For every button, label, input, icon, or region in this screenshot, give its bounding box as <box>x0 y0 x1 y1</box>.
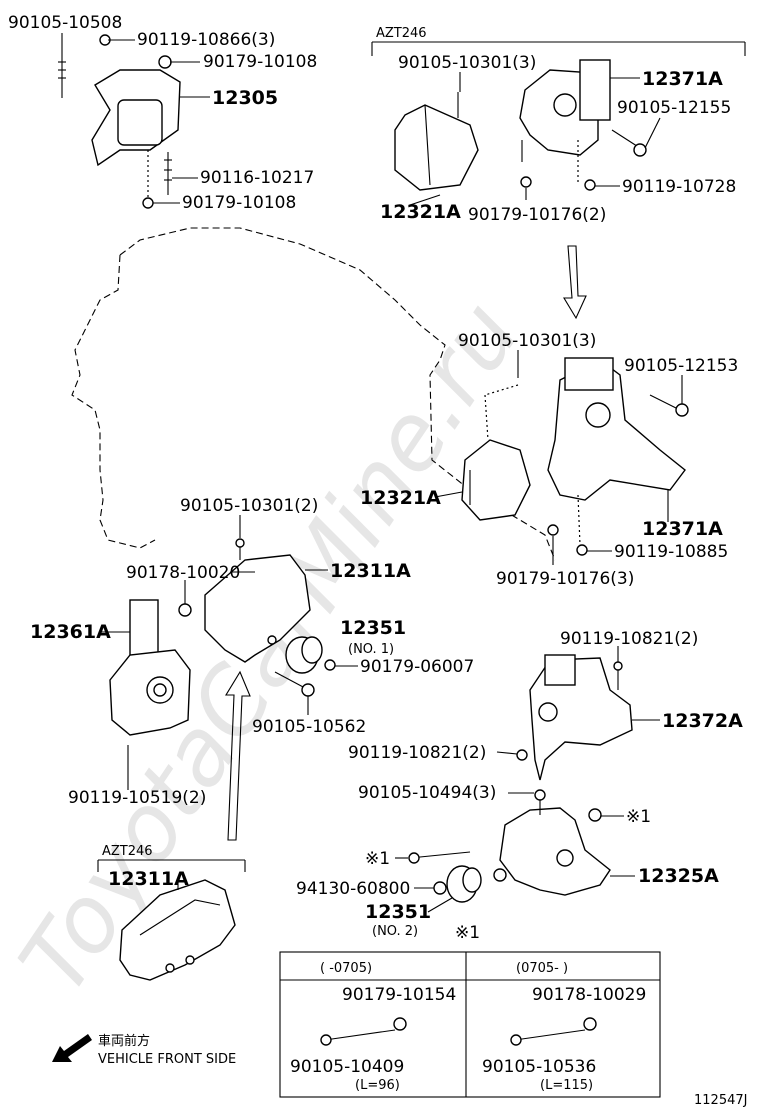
label-12321A-mid: 12321A <box>360 487 441 509</box>
legend-en: VEHICLE FRONT SIDE <box>98 1052 236 1067</box>
label-12311A-azt246: 12311A <box>108 868 189 890</box>
label-90179-10176-2: 90179-10176(2) <box>468 205 606 225</box>
leader-lines <box>61 33 683 913</box>
label-90105-10494: 90105-10494(3) <box>358 783 496 803</box>
mount-12371A-top <box>519 59 647 191</box>
arrow-down-right <box>563 245 587 320</box>
mount-12361A <box>109 599 192 770</box>
label-90119-10885: 90119-10885 <box>614 542 728 562</box>
arrow-up <box>225 670 251 841</box>
vehicle-front-arrow <box>52 1034 92 1062</box>
label-90179-06007: 90179-06007 <box>360 657 474 677</box>
label-90105-10301-2: 90105-10301(2) <box>180 496 318 516</box>
label-12325A: 12325A <box>638 865 719 887</box>
bolt-90105-10562 <box>274 671 315 697</box>
label-90105-10301-top: 90105-10301(3) <box>398 53 536 73</box>
label-90105-10301-mid: 90105-10301(3) <box>458 331 596 351</box>
legend-jp: 車両前方 <box>98 1033 150 1049</box>
label-note1-right: ※1 <box>626 807 651 827</box>
label-90119-10519: 90119-10519(2) <box>68 788 206 808</box>
label-no1: (NO. 1) <box>348 642 394 657</box>
mount-12372A <box>516 654 633 781</box>
label-12311A: 12311A <box>330 560 411 582</box>
bracket-12325A <box>408 789 611 896</box>
label-12371A-top: 12371A <box>642 68 723 90</box>
engine-mount-12305 <box>58 34 181 209</box>
label-90119-10866: 90119-10866(3) <box>137 30 275 50</box>
label-90178-10020: 90178-10020 <box>126 563 240 583</box>
label-12351-no1: 12351 <box>340 617 406 639</box>
watermark: ToyotaCarMine.ru <box>0 283 540 1013</box>
table-col1-nut: 90179-10154 <box>342 985 456 1005</box>
label-90105-12153: 90105-12153 <box>624 356 738 376</box>
label-12351-no2: 12351 <box>365 901 431 923</box>
bracket-12311A-azt246 <box>119 879 236 981</box>
mount-12371A-mid <box>547 357 689 556</box>
figure-id: 112547J <box>694 1093 747 1108</box>
label-90179-10108-b: 90179-10108 <box>182 193 296 213</box>
stopper-12351-no2 <box>433 865 482 903</box>
table-col2-bolt: 90105-10536 <box>482 1057 596 1077</box>
table-col1-bolt: 90105-10409 <box>290 1057 404 1077</box>
bracket-12311A <box>204 538 311 663</box>
table-col2-length: (L=115) <box>540 1078 593 1093</box>
label-12305: 12305 <box>212 87 278 109</box>
label-note1-left: ※1 <box>365 849 390 869</box>
label-12361A: 12361A <box>30 621 111 643</box>
table-col2-range: (0705- ) <box>516 961 568 976</box>
label-azt246-top: AZT246 <box>376 26 427 41</box>
label-90105-10562: 90105-10562 <box>252 717 366 737</box>
label-90179-10176-3: 90179-10176(3) <box>496 569 634 589</box>
label-94130-60800: 94130-60800 <box>296 879 410 899</box>
label-90116-10217: 90116-10217 <box>200 168 314 188</box>
bracket-12321A-mid <box>461 384 559 536</box>
label-90119-10821-a: 90119-10821(2) <box>560 629 698 649</box>
label-no2: (NO. 2) <box>372 924 418 939</box>
label-90179-10108-a: 90179-10108 <box>203 52 317 72</box>
table-col1-length: (L=96) <box>355 1078 400 1093</box>
label-90105-12155: 90105-12155 <box>617 98 731 118</box>
label-90119-10821-b: 90119-10821(2) <box>348 743 486 763</box>
label-12321A-top: 12321A <box>380 201 461 223</box>
label-90105-10508: 90105-10508 <box>8 13 122 33</box>
label-azt246-bottom: AZT246 <box>102 844 153 859</box>
bracket-12321A-top <box>394 92 479 191</box>
stopper-12351-no1 <box>285 636 336 674</box>
label-90119-10728: 90119-10728 <box>622 177 736 197</box>
label-note1-table: ※1 <box>455 923 480 943</box>
label-12371A-mid: 12371A <box>642 518 723 540</box>
label-12372A: 12372A <box>662 710 743 732</box>
notes-table <box>279 951 661 1098</box>
table-col1-range: ( -0705) <box>320 961 372 976</box>
table-col2-nut: 90178-10029 <box>532 985 646 1005</box>
